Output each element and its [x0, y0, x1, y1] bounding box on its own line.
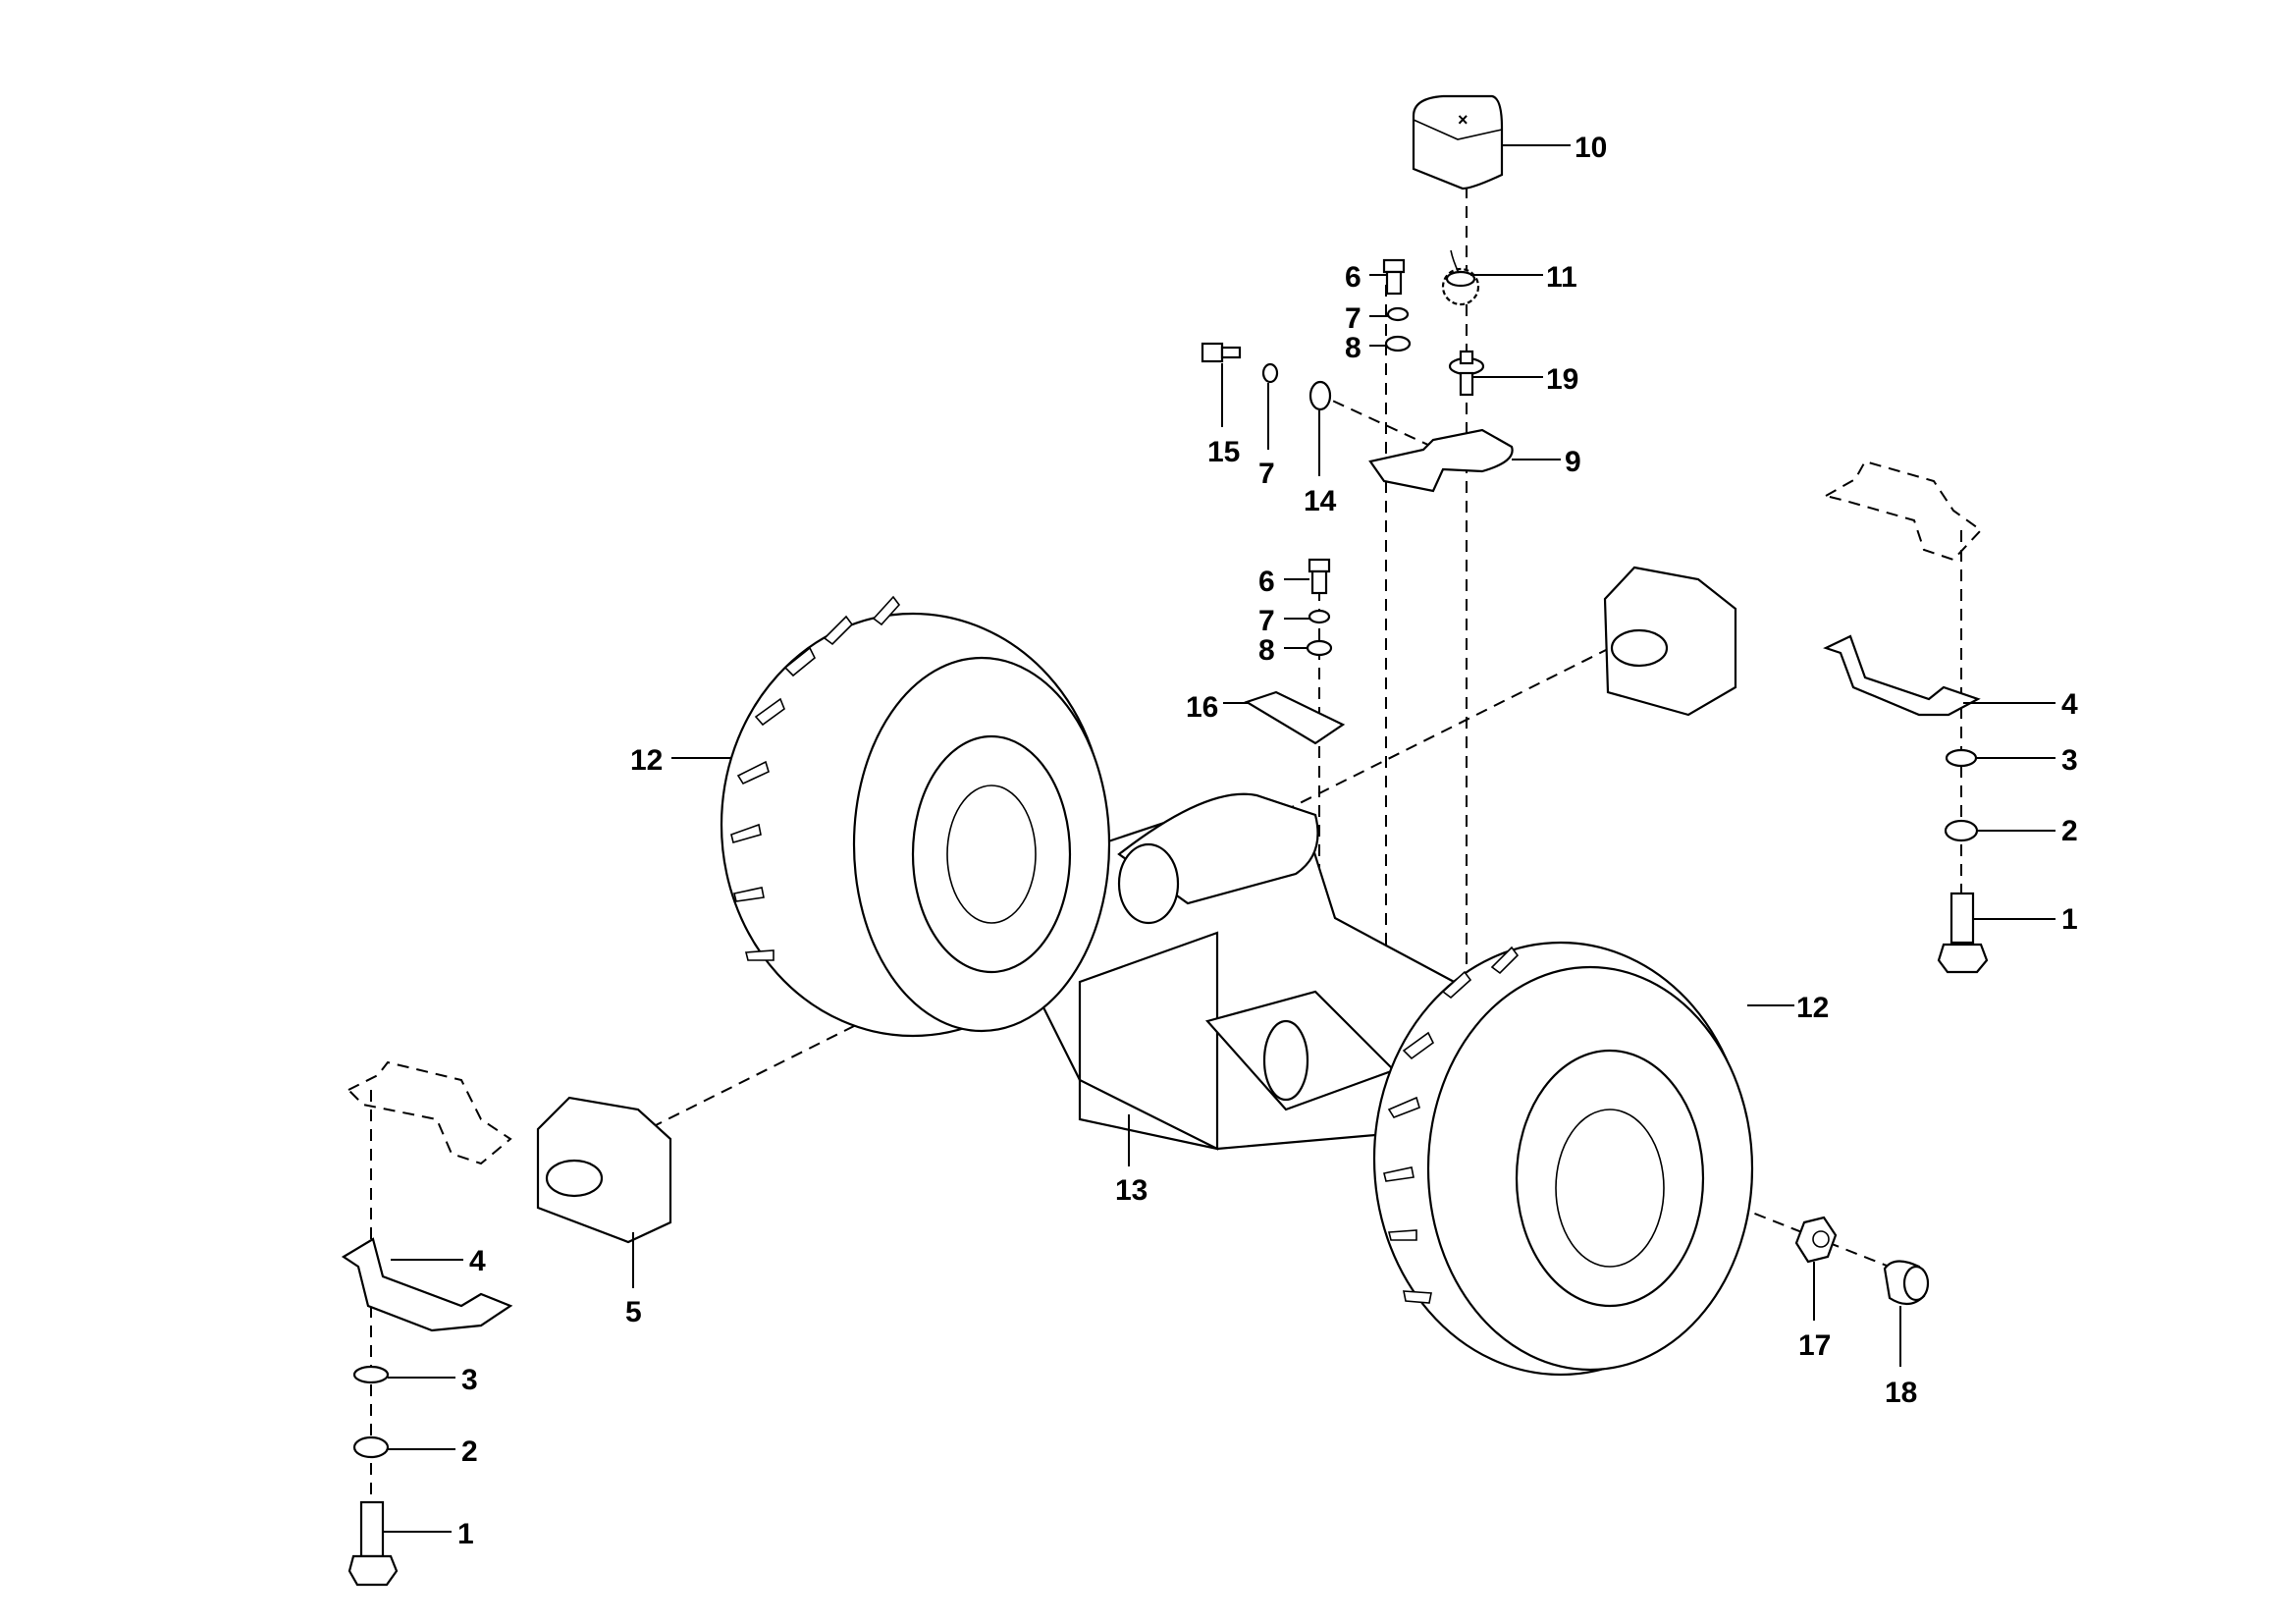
part-4-bracket-right [1823, 634, 1981, 717]
part-2-nut-left [352, 1435, 390, 1459]
part-13-axle [939, 776, 1474, 1151]
callout-6: 6 [1345, 261, 1362, 294]
part-8-washer-upper [1384, 335, 1412, 352]
part-12-wheel-left [720, 595, 1111, 1038]
part-6-bolt-middle [1308, 558, 1331, 595]
callout-18: 18 [1885, 1377, 1917, 1409]
callout-2: 2 [2061, 815, 2078, 847]
callout-8: 8 [1345, 332, 1362, 364]
cover-mark: × [1458, 110, 1468, 130]
part-12-wheel-right [1372, 941, 1754, 1377]
part-9-bracket [1368, 428, 1514, 493]
callout-3: 3 [461, 1364, 478, 1396]
part-7-washer-side [1261, 362, 1279, 384]
part-16-plate [1244, 690, 1346, 745]
part-17-nut [1794, 1216, 1838, 1264]
callout-15: 15 [1207, 436, 1240, 468]
part-11-sensor [1441, 249, 1480, 306]
part-6-bolt-upper [1382, 258, 1406, 296]
part-8-washer-middle [1306, 639, 1333, 657]
callout-10: 10 [1575, 132, 1607, 164]
callout-19: 19 [1546, 363, 1578, 396]
part-1-bolt-left [347, 1500, 399, 1587]
part-1-bolt-right [1937, 892, 1989, 974]
callout-6: 6 [1258, 566, 1275, 598]
callout-12: 12 [630, 744, 663, 777]
part-18-cap [1883, 1260, 1930, 1306]
callout-9: 9 [1565, 446, 1581, 478]
callout-13: 13 [1115, 1174, 1148, 1207]
part-7-washer-upper [1386, 306, 1410, 322]
callout-17: 17 [1798, 1329, 1831, 1362]
callout-4: 4 [2061, 688, 2078, 721]
callout-12: 12 [1796, 992, 1829, 1024]
callout-14: 14 [1304, 485, 1337, 517]
callout-7: 7 [1258, 458, 1275, 490]
part-14-washer [1308, 380, 1332, 411]
callout-5: 5 [625, 1296, 642, 1328]
part-19-gear [1448, 350, 1485, 397]
part-3-washer-right [1945, 748, 1978, 768]
part-2-nut-right [1944, 819, 1979, 842]
leader-lines [383, 144, 2056, 1533]
callout-7: 7 [1345, 302, 1362, 335]
part-5-block-left [536, 1096, 672, 1244]
part-7-washer-middle [1308, 609, 1331, 624]
callout-1: 1 [457, 1518, 474, 1550]
callout-labels: 10 11 6 7 8 19 15 7 14 9 6 7 8 16 12 12 … [457, 132, 2078, 1550]
part-4-bracket-right-ghost [1823, 460, 1983, 562]
part-4-bracket-left-ghost [347, 1060, 512, 1165]
callout-11: 11 [1546, 261, 1577, 294]
part-5-block-right [1603, 566, 1737, 717]
callout-3: 3 [2061, 744, 2078, 777]
callout-2: 2 [461, 1435, 478, 1468]
callout-4: 4 [469, 1245, 486, 1277]
callout-1: 1 [2061, 903, 2078, 936]
part-4-bracket-left [341, 1237, 513, 1332]
part-3-washer-left [352, 1365, 390, 1384]
part-10-cover: × [1412, 94, 1504, 190]
part-15-bolt [1201, 342, 1242, 363]
callout-8: 8 [1258, 634, 1275, 667]
callout-16: 16 [1186, 691, 1218, 724]
callout-7: 7 [1258, 605, 1275, 637]
